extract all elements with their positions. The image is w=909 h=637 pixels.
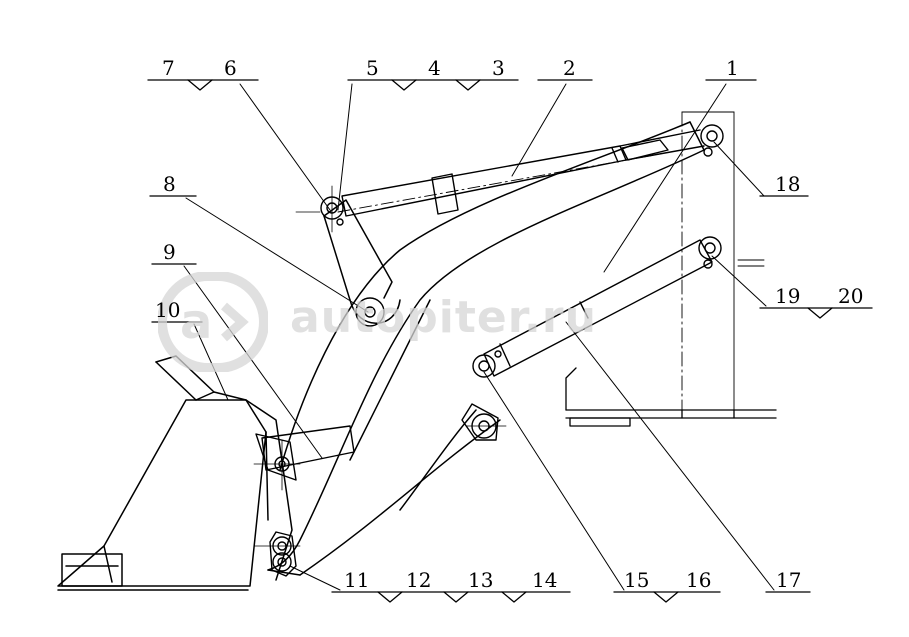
callout-9: 9	[163, 240, 176, 264]
callout-12: 12	[406, 568, 432, 592]
callout-11: 11	[344, 568, 370, 592]
top-callout-lines	[147, 79, 757, 323]
callout-20: 20	[838, 284, 864, 308]
callout-1: 1	[726, 56, 739, 80]
callout-10: 10	[155, 298, 181, 322]
tilt-cylinder	[341, 129, 705, 217]
frame-centerlines	[337, 111, 765, 411]
callout-4: 4	[428, 56, 441, 80]
callout-5: 5	[366, 56, 379, 80]
callout-13: 13	[468, 568, 494, 592]
centre-marks	[253, 185, 507, 547]
watermark-text: autopiter.ru	[290, 292, 597, 343]
callout-7: 7	[162, 56, 175, 80]
boom-arm	[267, 121, 705, 576]
callout-15: 15	[624, 568, 650, 592]
callout-2: 2	[563, 56, 576, 80]
callout-14: 14	[532, 568, 558, 592]
callout-17: 17	[776, 568, 802, 592]
leader-lines	[183, 83, 775, 591]
callout-8: 8	[163, 172, 176, 196]
callout-16: 16	[686, 568, 712, 592]
callout-6: 6	[224, 56, 237, 80]
base-frame	[565, 367, 777, 427]
bucket	[57, 355, 293, 591]
svg-text:a: a	[180, 294, 212, 350]
watermark-logo: a	[158, 272, 268, 372]
callout-3: 3	[492, 56, 505, 80]
callout-18: 18	[775, 172, 801, 196]
rocker-arm	[323, 199, 401, 324]
callout-19: 19	[775, 284, 801, 308]
bottom-callout-lines	[331, 195, 873, 603]
